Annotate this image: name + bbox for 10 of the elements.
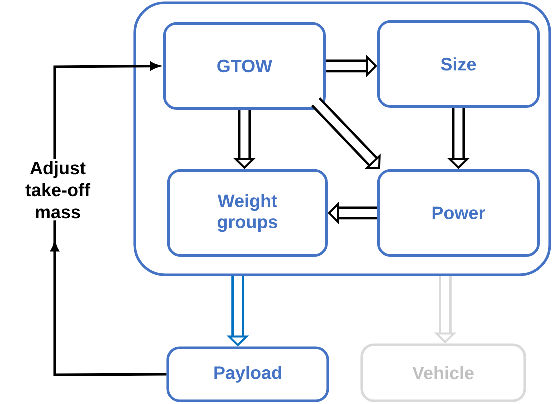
edge-label: Adjust take-off mass: [16, 159, 100, 221]
process-box: GTOW: [163, 22, 326, 110]
process-box: Vehicle: [360, 344, 526, 402]
process-box: Size: [377, 20, 540, 108]
process-box: Payload: [166, 346, 330, 402]
arrow: [51, 62, 167, 376]
process-box: Weight groups: [167, 169, 328, 257]
block-arrow: [311, 98, 381, 170]
process-box: Power: [377, 169, 540, 257]
group-frame: [134, 2, 552, 276]
